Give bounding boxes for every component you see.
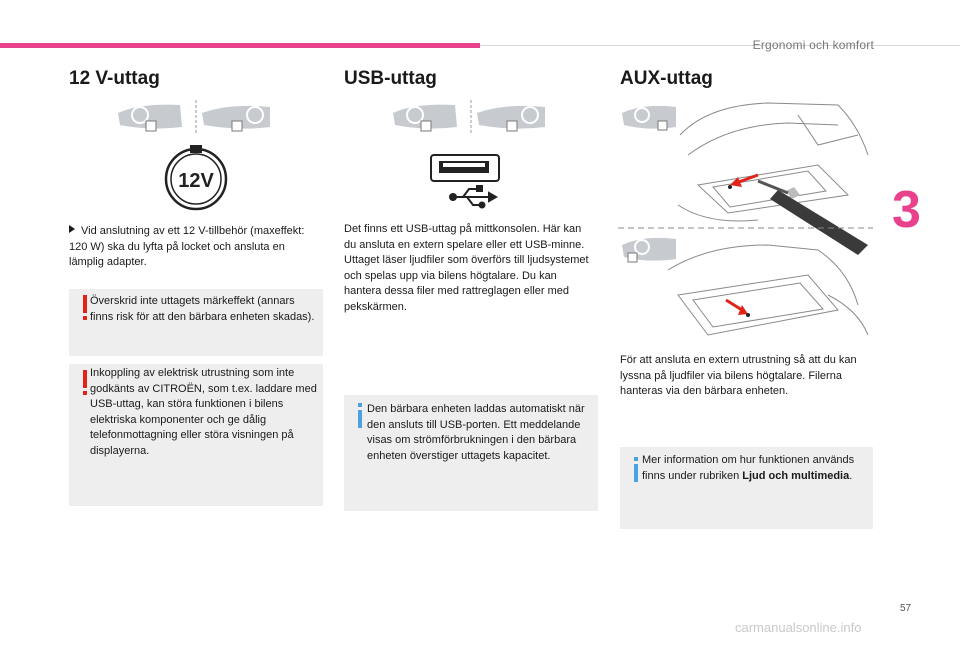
usb-port-icon: [430, 154, 500, 182]
car-left-steering-icon: [393, 104, 457, 132]
usb-text: Det finns ett USB-uttag på mittkonsolen.…: [344, 223, 589, 313]
warning-box-2: Inkoppling av elektrisk utrustning som i…: [69, 364, 323, 506]
info-box-usb: Den bärbara enheten laddas automatiskt n…: [344, 395, 598, 511]
warning-icon: [83, 295, 87, 320]
console-drawing-top: [677, 102, 869, 222]
usb-illustration: [393, 100, 545, 209]
section-title: Ergonomi och komfort: [752, 38, 874, 52]
v12-illustration: 12V: [118, 100, 270, 211]
car-right-steering-icon: [622, 237, 676, 263]
chapter-number: 3: [892, 181, 921, 239]
12v-socket-icon: 12V: [164, 145, 228, 211]
aux-cable-icon: [757, 179, 868, 255]
usb-info-text: Den bärbara enheten laddas automatiskt n…: [367, 403, 585, 462]
pointer-arrow-icon: [728, 173, 759, 189]
info-box-aux: Mer information om hur funktionen använd…: [620, 447, 873, 529]
warning-box-1: Överskrid inte uttagets märkeffekt (anna…: [69, 289, 323, 356]
car-right-steering-icon: [477, 105, 545, 132]
watermark: carmanualsonline.info: [735, 620, 862, 635]
v12-bullet: Vid anslutning av ett 12 V-tillbehör (ma…: [69, 224, 319, 271]
usb-symbol-icon: [449, 185, 499, 209]
car-left-steering-icon: [622, 105, 676, 131]
page-number: 57: [900, 603, 912, 614]
usb-title: USB-uttag: [344, 68, 437, 89]
aux-info-text: Mer information om hur funktionen använd…: [642, 454, 855, 482]
header-rule: [480, 45, 960, 46]
aux-title: AUX-uttag: [620, 68, 713, 89]
v12-bullet-text: Vid anslutning av ett 12 V-tillbehör (ma…: [69, 225, 305, 268]
bullet-arrow-icon: [69, 225, 75, 233]
console-drawing-bottom: [667, 244, 869, 336]
pointer-arrow-icon: [725, 298, 750, 317]
socket-label: 12V: [178, 170, 214, 192]
car-left-steering-icon: [118, 104, 182, 132]
info-icon: [634, 457, 638, 482]
aux-illustration: [618, 102, 873, 336]
warning-text-2: Inkoppling av elektrisk utrustning som i…: [90, 367, 317, 457]
v12-title: 12 V-uttag: [69, 68, 160, 89]
car-right-steering-icon: [202, 105, 270, 132]
aux-text: För att ansluta en extern utrustning så …: [620, 354, 857, 397]
pink-header-bar: [0, 43, 480, 48]
info-icon: [358, 403, 362, 428]
warning-icon: [83, 370, 87, 395]
warning-text-1: Överskrid inte uttagets märkeffekt (anna…: [90, 295, 315, 323]
